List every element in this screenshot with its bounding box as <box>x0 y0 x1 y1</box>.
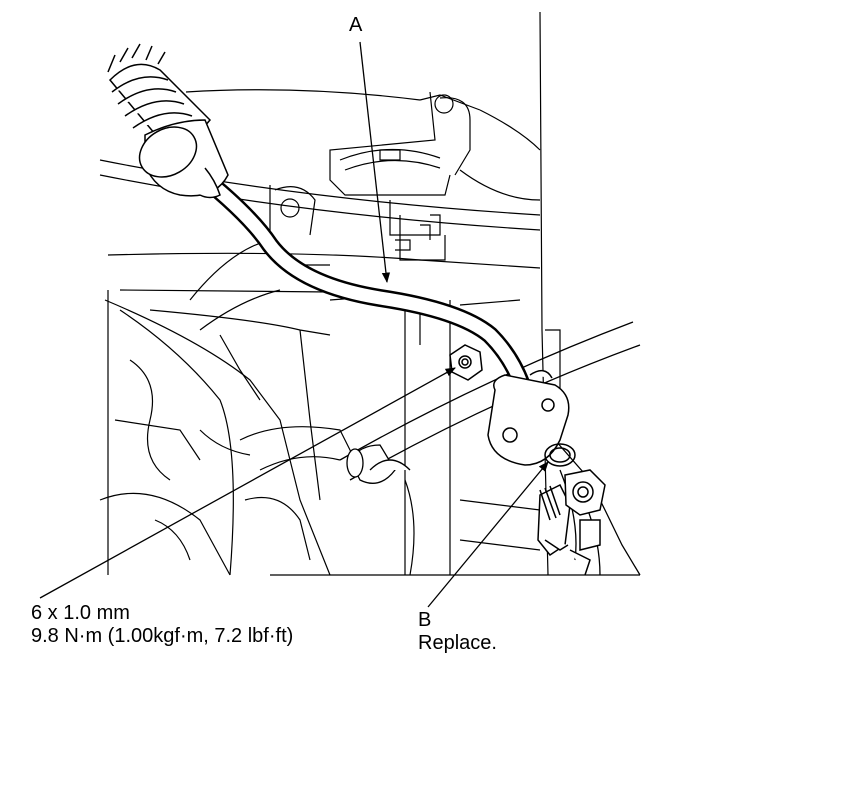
hose-clamps <box>346 444 411 484</box>
bolt-torque-text: 9.8 N·m (1.00kgf·m, 7.2 lbf·ft) <box>31 625 294 647</box>
rubber-hose <box>107 43 229 199</box>
callout-b: B Replace. <box>418 609 497 655</box>
callout-a-label: A <box>349 14 363 36</box>
bolt <box>449 344 483 381</box>
pipe-a <box>191 166 536 459</box>
pipe-bracket <box>487 369 570 466</box>
o-ring <box>544 443 576 467</box>
bolt-size-text: 6 x 1.0 mm <box>31 602 130 624</box>
fitting-block <box>537 469 606 576</box>
callout-b-label: B <box>418 609 432 631</box>
callout-b-note: Replace. <box>418 632 497 654</box>
leader-line-b <box>427 461 549 608</box>
background-structure <box>99 11 640 576</box>
leader-line-a <box>359 41 391 284</box>
leader-line-bolt <box>39 367 456 599</box>
bolt-spec-callout: 6 x 1.0 mm 9.8 N·m (1.00kgf·m, 7.2 lbf·f… <box>31 602 293 648</box>
